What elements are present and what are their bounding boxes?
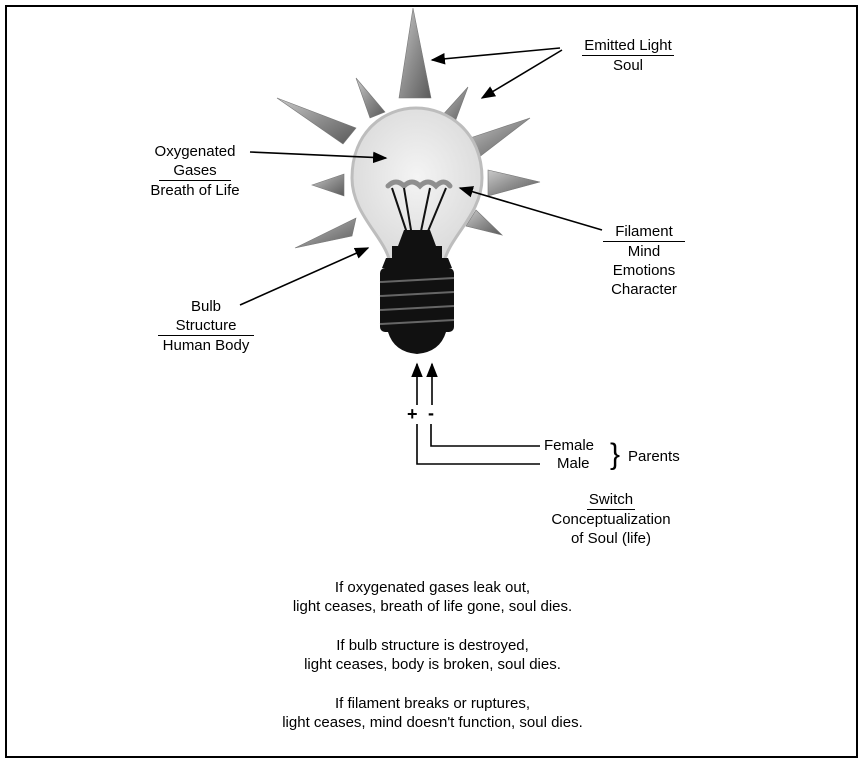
statement-3-line2: light ceases, mind doesn't function, sou… bbox=[282, 714, 583, 731]
statement-filament: If filament breaks or ruptures, light ce… bbox=[0, 694, 865, 732]
filament bbox=[385, 179, 453, 246]
switch-title: Switch bbox=[586, 491, 636, 510]
statement-oxygenated: If oxygenated gases leak out, light ceas… bbox=[0, 578, 865, 616]
statement-2-line1: If bulb structure is destroyed, bbox=[336, 637, 529, 654]
filament-title: Filament bbox=[603, 222, 685, 242]
label-oxygenated-gases: Oxygenated Gases Breath of Life bbox=[136, 142, 254, 200]
oxygenated-title-line1: Oxygenated bbox=[154, 143, 236, 160]
ray-left bbox=[311, 173, 345, 197]
light-rays bbox=[276, 7, 541, 249]
filament-sub1: Mind bbox=[627, 243, 661, 260]
statement-bulb: If bulb structure is destroyed, light ce… bbox=[0, 636, 865, 674]
parents-brace: } bbox=[610, 438, 621, 471]
oxygenated-sub: Breath of Life bbox=[150, 182, 240, 199]
arrow-bulb bbox=[239, 247, 370, 306]
bulb-sub: Human Body bbox=[162, 337, 250, 354]
ray-lower-right bbox=[465, 209, 504, 236]
male-label: Male bbox=[557, 455, 590, 472]
plus-sign: + bbox=[407, 404, 418, 424]
switch-sub2: of Soul (life) bbox=[570, 530, 652, 547]
arrow-emitted-top bbox=[430, 47, 561, 65]
switch-sub1: Conceptualization bbox=[551, 511, 671, 528]
statement-2-line2: light ceases, body is broken, soul dies. bbox=[304, 656, 561, 673]
ray-upper-left bbox=[276, 97, 357, 145]
arrow-filament bbox=[458, 186, 603, 231]
emitted-light-sub: Soul bbox=[612, 57, 644, 74]
bulb-title-line1: Bulb bbox=[190, 298, 222, 315]
statement-1-line1: If oxygenated gases leak out, bbox=[334, 579, 531, 596]
ray-lower-left bbox=[294, 217, 357, 249]
diagram-frame bbox=[5, 5, 858, 758]
ray-right bbox=[487, 169, 541, 197]
filament-sub2: Emotions bbox=[612, 262, 676, 279]
screw-threads bbox=[379, 277, 455, 325]
arrow-oxygenated bbox=[249, 151, 388, 164]
wire-female bbox=[430, 424, 540, 447]
label-emitted-light: Emitted Light Soul bbox=[568, 36, 688, 75]
ray-top bbox=[398, 7, 432, 99]
label-switch: Switch Conceptualization of Soul (life) bbox=[528, 490, 694, 548]
statement-3-line1: If filament breaks or ruptures, bbox=[334, 695, 531, 712]
female-label: Female bbox=[544, 437, 595, 454]
oxygenated-title-line2: Gases bbox=[159, 161, 231, 181]
bulb-base bbox=[380, 246, 454, 354]
wire-male bbox=[416, 424, 540, 465]
minus-sign: - bbox=[428, 403, 434, 423]
emitted-light-title: Emitted Light bbox=[582, 37, 674, 56]
statement-1-line2: light ceases, breath of life gone, soul … bbox=[292, 598, 573, 615]
filament-sub3: Character bbox=[611, 281, 677, 298]
parents-label: Parents bbox=[628, 448, 680, 465]
bulb-title-line2: Structure bbox=[157, 316, 255, 336]
label-bulb-structure: Bulb Structure Human Body bbox=[146, 297, 266, 355]
ray-upper-left-small bbox=[355, 77, 386, 119]
arrow-emitted-right bbox=[480, 49, 563, 99]
label-filament: Filament Mind Emotions Character bbox=[594, 222, 694, 299]
